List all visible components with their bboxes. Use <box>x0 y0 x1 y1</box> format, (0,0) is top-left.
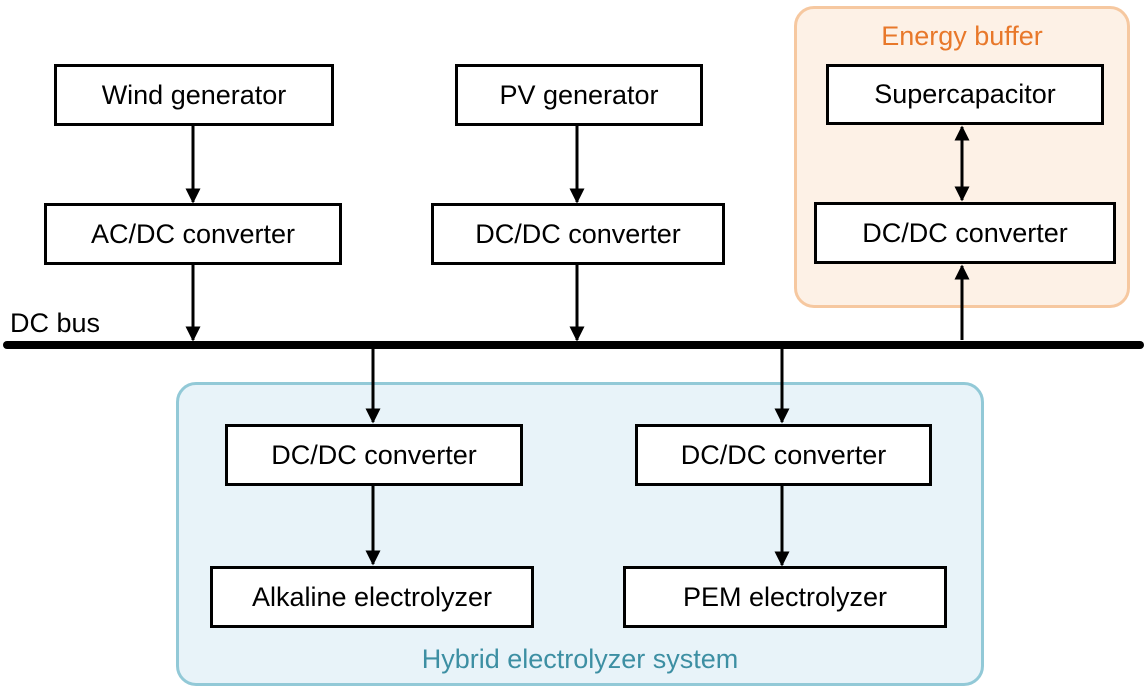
alkaline-electrolyzer-block: Alkaline electrolyzer <box>210 566 534 628</box>
wind-generator-block: Wind generator <box>54 64 334 126</box>
pem-dc-dc-converter-block: DC/DC converter <box>635 424 932 486</box>
supercapacitor-block: Supercapacitor <box>826 64 1104 125</box>
dc-bus-label: DC bus <box>10 308 101 338</box>
energy-buffer-title: Energy buffer <box>881 21 1043 51</box>
pem-electrolyzer-block: PEM electrolyzer <box>623 566 947 628</box>
ac-dc-converter-block: AC/DC converter <box>44 203 342 265</box>
buffer-dc-dc-converter-block: DC/DC converter <box>814 202 1116 264</box>
hybrid-electrolyzer-title: Hybrid electrolyzer system <box>421 644 739 674</box>
pv-dc-dc-converter-block: DC/DC converter <box>431 203 725 265</box>
alkaline-dc-dc-converter-block: DC/DC converter <box>225 424 523 486</box>
hybrid-electrolyzer-group: Hybrid electrolyzer system <box>176 382 984 686</box>
pv-generator-block: PV generator <box>455 64 703 126</box>
